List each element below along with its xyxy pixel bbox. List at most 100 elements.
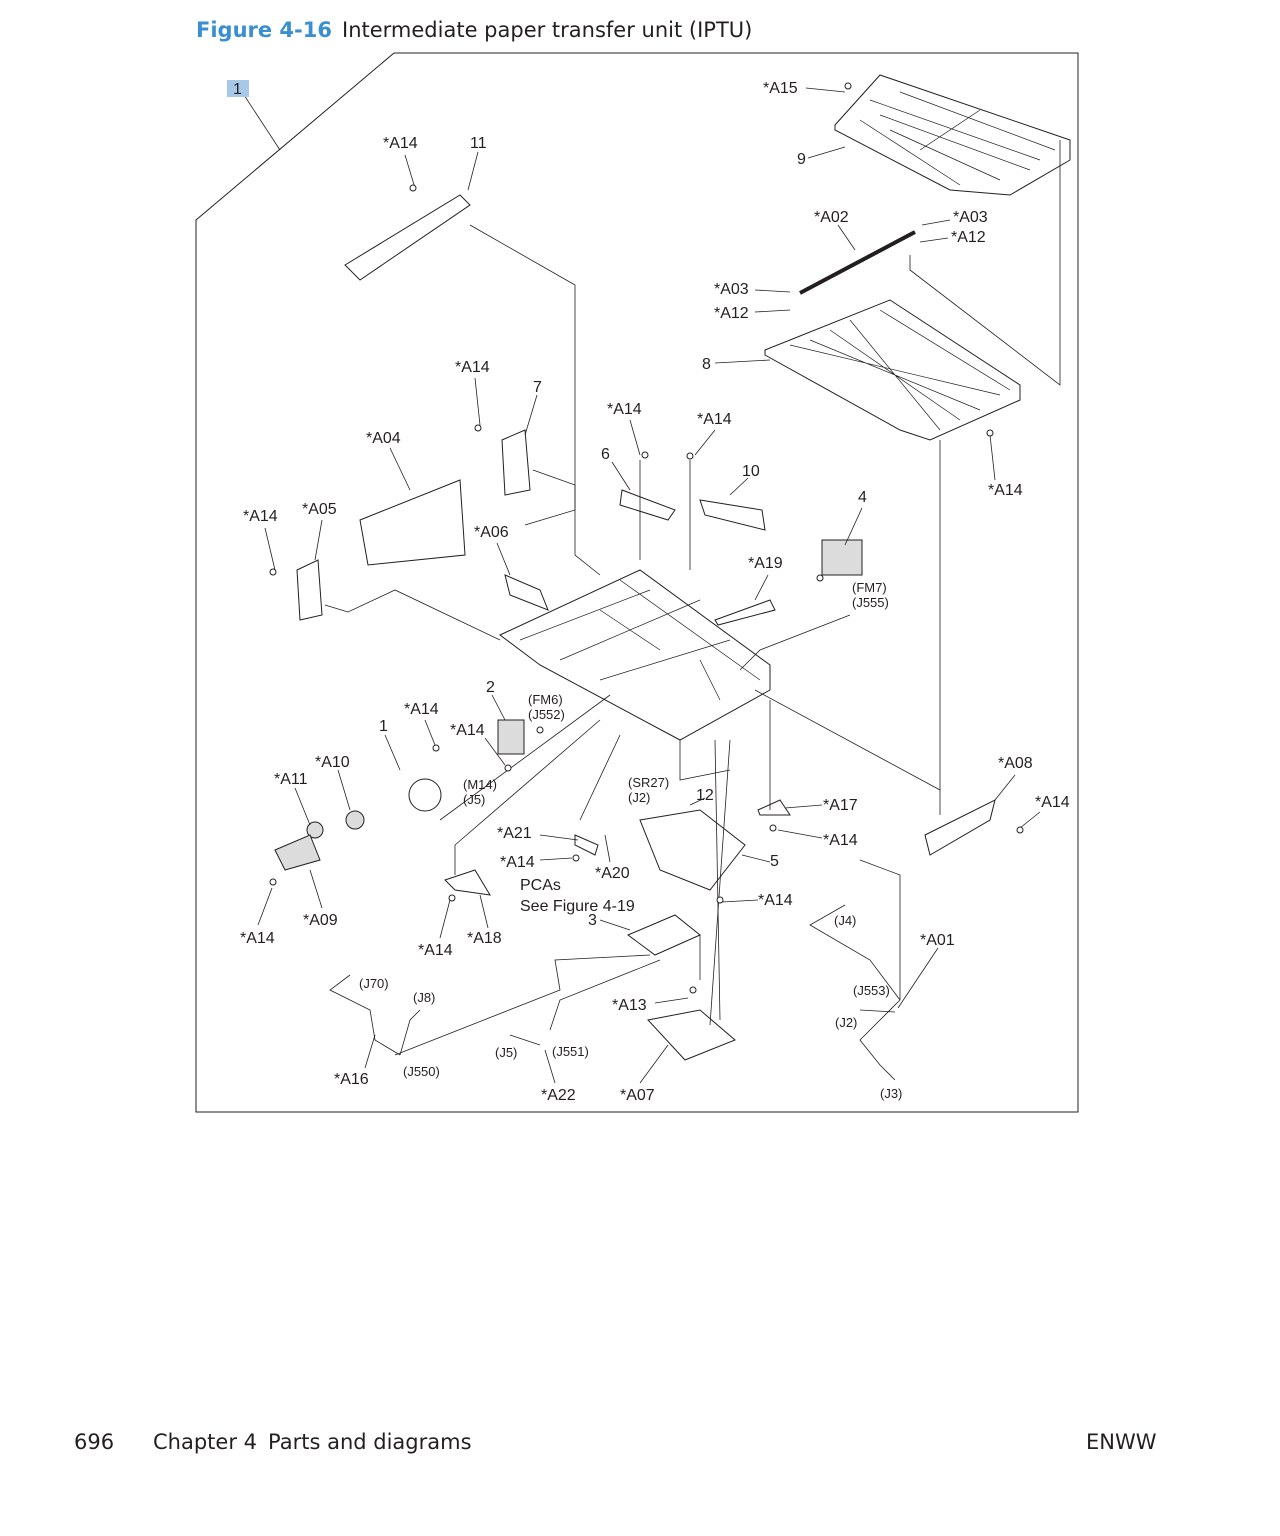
label-a22: *A22 <box>541 1087 576 1104</box>
bracket-part-7 <box>501 429 531 496</box>
label-a14-right: *A14 <box>988 482 1023 499</box>
bracket-a06 <box>504 574 549 611</box>
label-a19: *A19 <box>748 555 783 572</box>
label-4: 4 <box>858 489 867 506</box>
label-2: 2 <box>486 679 495 696</box>
bracket-part-6 <box>619 489 676 521</box>
label-a09: *A09 <box>303 912 338 929</box>
label-pcas: PCAs <box>520 877 561 894</box>
diagram-frame <box>195 52 1079 1113</box>
exploded-parts-diagram: 1 <box>195 52 1079 1113</box>
label-3: 3 <box>588 912 597 929</box>
gear-a10 <box>345 810 365 830</box>
label-a17: *A17 <box>823 797 858 814</box>
guide-part-a04 <box>359 479 466 566</box>
label-a11: *A11 <box>274 771 308 788</box>
label-a16: *A16 <box>334 1071 369 1088</box>
assembly-lines <box>324 140 1061 1056</box>
frame-part-5 <box>639 809 746 891</box>
label-j550: (J550) <box>403 1064 440 1079</box>
label-j8: (J8) <box>413 990 435 1005</box>
main-chassis <box>499 569 771 741</box>
guide-part-11 <box>344 194 471 281</box>
middle-tray-part-8 <box>764 299 1021 441</box>
label-a08: *A08 <box>998 755 1033 772</box>
bracket-a21 <box>574 834 599 856</box>
label-a05: *A05 <box>302 501 337 518</box>
label-a20: *A20 <box>595 865 630 882</box>
label-m14: (M14) <box>463 777 497 792</box>
motor-part-1 <box>408 778 442 812</box>
label-j5-motor: (J5) <box>463 792 485 807</box>
label-a12-right: *A12 <box>951 229 986 246</box>
figure-caption: Figure 4-16 Intermediate paper transfer u… <box>196 18 752 43</box>
harness-a16 <box>329 974 421 1056</box>
label-fm6: (FM6) <box>528 692 563 707</box>
label-a14-6: *A14 <box>607 401 642 418</box>
label-a15: *A15 <box>763 80 798 97</box>
callout-leader <box>243 94 281 151</box>
label-j553: (J553) <box>853 983 890 998</box>
label-a03-right: *A03 <box>953 209 988 226</box>
label-a14-a17: *A14 <box>823 832 858 849</box>
label-a10: *A10 <box>315 754 350 771</box>
label-a21: *A21 <box>497 825 532 842</box>
label-a06: *A06 <box>474 524 509 541</box>
label-a13: *A13 <box>612 997 647 1014</box>
label-5: 5 <box>770 853 779 870</box>
label-a02: *A02 <box>814 209 849 226</box>
fan-part-4 <box>821 539 863 576</box>
label-a14-1: *A14 <box>404 701 439 718</box>
label-a04: *A04 <box>366 430 401 447</box>
label-a12-left: *A12 <box>714 305 749 322</box>
label-8: 8 <box>702 356 711 373</box>
bracket-a09 <box>274 834 321 871</box>
label-a14-a09: *A14 <box>240 930 275 947</box>
callout-box-label: 1 <box>233 81 242 98</box>
fan-part-2 <box>497 719 525 755</box>
bracket-a17 <box>757 799 791 816</box>
harness-a22 <box>509 1034 541 1046</box>
label-11: 11 <box>470 135 487 152</box>
label-a14-a08: *A14 <box>1035 794 1070 811</box>
wire-a19 <box>714 599 776 626</box>
plate-a07 <box>647 1009 736 1061</box>
figure-title: Intermediate paper transfer unit (IPTU) <box>342 18 753 42</box>
label-a14-7: *A14 <box>455 359 490 376</box>
label-1: 1 <box>379 718 388 735</box>
part-labels: *A15 9 *A14 11 *A02 *A03 *A12 *A03 *A12 … <box>240 80 1070 1104</box>
chapter-label: Chapter 4 <box>153 1430 257 1454</box>
label-a14-2: *A14 <box>450 722 485 739</box>
plate-part-10 <box>699 499 766 531</box>
label-a07: *A07 <box>620 1087 655 1104</box>
label-a18: *A18 <box>467 930 502 947</box>
label-fm7: (FM7) <box>852 580 887 595</box>
label-6: 6 <box>601 446 610 463</box>
label-j2-sensor: (J2) <box>628 790 650 805</box>
label-10: 10 <box>742 463 760 480</box>
label-j3: (J3) <box>880 1086 902 1101</box>
page-number: 696 <box>74 1430 115 1454</box>
pca-part-3 <box>627 914 701 956</box>
guide-a08 <box>924 799 996 856</box>
label-a14-10: *A14 <box>697 411 732 428</box>
figure-number: Figure 4-16 <box>196 18 332 42</box>
label-sr27: (SR27) <box>628 775 669 790</box>
section-label: Parts and diagrams <box>268 1430 472 1454</box>
label-j5-wire: (J5) <box>495 1045 517 1060</box>
label-j552: (J552) <box>528 707 565 722</box>
label-j551: (J551) <box>552 1044 589 1059</box>
gear-a11 <box>306 821 324 839</box>
label-j70: (J70) <box>359 976 389 991</box>
label-a14-a21: *A14 <box>500 854 535 871</box>
label-a01: *A01 <box>920 932 955 949</box>
label-a14-top: *A14 <box>383 135 418 152</box>
label-a14-a18: *A14 <box>418 942 453 959</box>
label-12: 12 <box>696 787 714 804</box>
label-a14-left: *A14 <box>243 508 278 525</box>
callout-box <box>227 80 249 97</box>
label-7: 7 <box>533 379 542 396</box>
leader-lines <box>257 87 1041 1084</box>
label-j4: (J4) <box>834 913 856 928</box>
top-tray-part-9 <box>834 74 1071 196</box>
